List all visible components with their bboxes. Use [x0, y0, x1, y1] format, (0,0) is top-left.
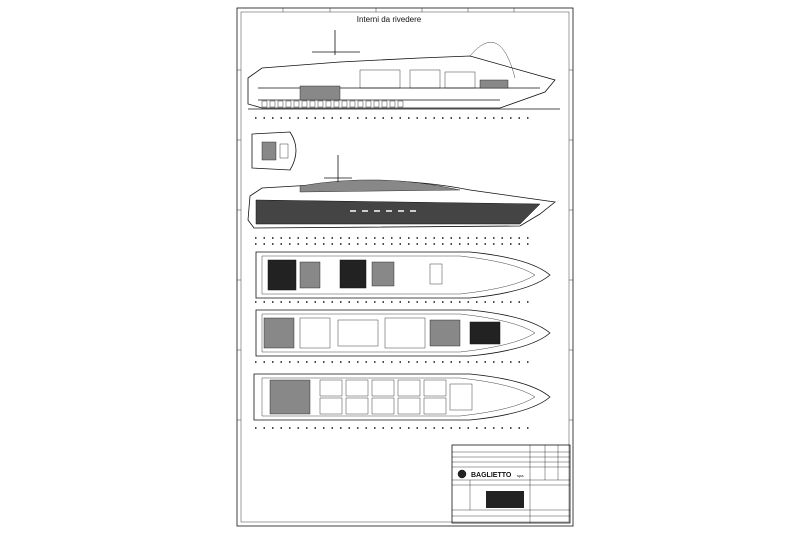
logo-suffix: spa [517, 473, 524, 478]
exterior-profile-view [247, 155, 556, 239]
lower-deck-plan-view [253, 373, 551, 429]
sheet-frame [236, 7, 574, 527]
shipyard-emblem-icon [457, 469, 467, 479]
upper-deck-plan-view [255, 243, 551, 303]
main-deck-plan-view [255, 309, 551, 363]
drawing-title: Interni da rivedere [357, 15, 422, 24]
title-block: BAGLIETTO spa [451, 444, 571, 524]
logo-text: BAGLIETTO [471, 472, 512, 479]
sundeck-plan-view [251, 131, 297, 171]
profile-section-view [247, 30, 560, 119]
